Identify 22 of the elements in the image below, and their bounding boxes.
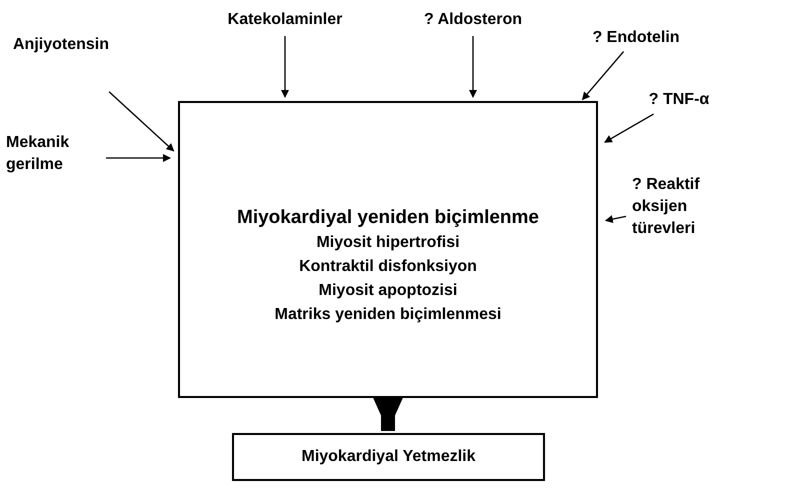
arrow: [281, 36, 289, 98]
input-label: ? Endotelin: [592, 28, 680, 48]
box-heading: Miyokardiyal yeniden biçimlenme: [237, 206, 539, 230]
arrow: [106, 154, 171, 162]
input-label: ? TNF-α: [648, 90, 710, 110]
arrow: [582, 51, 624, 100]
box-text: Matriks yeniden biçimlenmesi: [274, 304, 502, 324]
box-text: Miyosit apoptozisi: [318, 280, 458, 300]
arrow: [604, 113, 654, 143]
process-box: [232, 433, 545, 481]
arrow: [108, 91, 174, 152]
process-box: [178, 101, 598, 398]
box-text: Kontraktil disfonksiyon: [299, 256, 477, 276]
box-text: Miyosit hipertrofisi: [316, 232, 460, 252]
input-label: ? Aldosteron: [424, 10, 522, 30]
input-label: Mekanik gerilme: [6, 133, 70, 175]
input-label: Anjiyotensin: [12, 35, 109, 55]
arrow: [604, 215, 626, 224]
input-label: ? Reaktif oksijen türevleri: [632, 175, 701, 239]
input-label: Katekolaminler: [228, 10, 342, 30]
arrow: [469, 36, 477, 98]
box-text: Miyokardiyal Yetmezlik: [301, 447, 476, 467]
